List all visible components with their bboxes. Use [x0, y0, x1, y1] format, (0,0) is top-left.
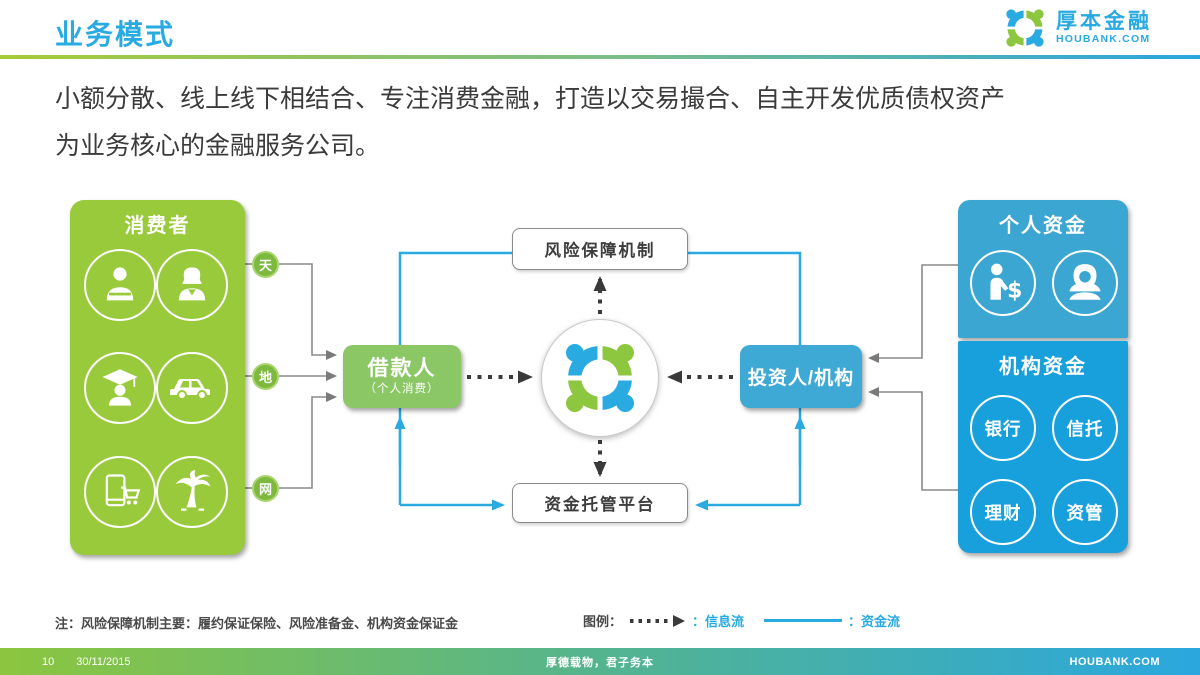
consumer-item: [156, 249, 228, 321]
personal-funds-title: 个人资金: [999, 215, 1087, 237]
solid-line-icon: [764, 619, 843, 622]
footer-bar: 10 30/11/2015 厚德载物，君子务本 HOUBANK.COM: [0, 648, 1200, 675]
footer-site: HOUBANK.COM: [1069, 655, 1160, 668]
legend-label: 图例：: [583, 614, 623, 629]
institutional-funds-panel: 机构资金 银行 信托 理财 资管: [958, 341, 1128, 553]
svg-text:$: $: [1007, 279, 1023, 304]
institutional-funds-title: 机构资金: [999, 356, 1087, 378]
houbank-pinwheel-logo: [565, 343, 635, 413]
consumer-item: [84, 249, 156, 321]
borrower-box: 借款人 （个人消费）: [343, 345, 461, 408]
channel-sky: 天: [252, 251, 279, 278]
personal-fund-item: $: [970, 250, 1036, 316]
car-icon: [170, 379, 210, 400]
institution-trust: 信托: [1052, 395, 1118, 461]
info-flow-arrows: [467, 276, 733, 477]
channel-net: 网: [252, 475, 279, 502]
houbank-hub: [541, 319, 659, 437]
mobile-shopping-icon: [105, 474, 141, 507]
page-number: 10: [42, 655, 55, 668]
dotted-arrow-icon: [630, 614, 686, 627]
institution-bank: 银行: [970, 395, 1036, 461]
consumer-panel: 消费者: [70, 200, 245, 555]
institution-wealth: 理财: [970, 479, 1036, 545]
brand-domain: HOUBANK.COM: [1056, 32, 1151, 45]
woman-icon: [178, 267, 206, 301]
consumer-item: [156, 456, 228, 528]
footer-date: 30/11/2015: [76, 655, 131, 668]
borrower-subtitle: （个人消费）: [364, 383, 440, 396]
personal-funds-panel: 个人资金 $: [958, 200, 1128, 338]
palm-tree-icon: [175, 470, 211, 511]
footer-motto: 厚德载物，君子务本: [546, 656, 654, 669]
channel-connectors: [245, 263, 958, 491]
legend-info-flow: ：信息流: [692, 614, 745, 629]
footnote: 注：风险保障机制主要：履约保证保险、风险准备金、机构资金保证金: [55, 616, 459, 631]
personal-fund-item: [1052, 250, 1118, 316]
businessman-icon: [106, 267, 134, 301]
fund-custody-box: 资金托管平台: [512, 483, 688, 523]
consumer-panel-title: 消费者: [124, 215, 191, 237]
graduate-icon: [102, 369, 138, 406]
borrower-title: 借款人: [367, 356, 437, 380]
legend-fund-flow: ：资金流: [848, 614, 901, 629]
header-divider: [0, 55, 1200, 59]
brand-name: 厚本金融: [1056, 10, 1152, 34]
page-title: 业务模式: [55, 19, 176, 50]
houbank-pinwheel-icon: [1006, 9, 1044, 47]
investor-box: 投资人/机构: [740, 345, 862, 408]
brand-logo: 厚本金融 HOUBANK.COM: [1002, 5, 1152, 51]
consumer-item: [156, 352, 228, 424]
consumer-item: [84, 456, 156, 528]
intro-text: 小额分散、线上线下相结合、专注消费金融，打造以交易撮合、自主开发优质债权资产为业…: [55, 85, 1006, 160]
investor-woman-icon: [1069, 264, 1101, 300]
consumer-item: [84, 352, 156, 424]
channel-label: 天: [258, 258, 272, 273]
channel-earth: 地: [252, 363, 279, 390]
investor-man-dollar-icon: $: [990, 263, 1023, 304]
legend: 图例： ：信息流 ：资金流: [583, 611, 900, 630]
institution-asset-mgmt: 资管: [1052, 479, 1118, 545]
channel-label: 地: [258, 370, 272, 385]
risk-mechanism-box: 风险保障机制: [512, 228, 688, 270]
channel-label: 网: [258, 482, 272, 497]
